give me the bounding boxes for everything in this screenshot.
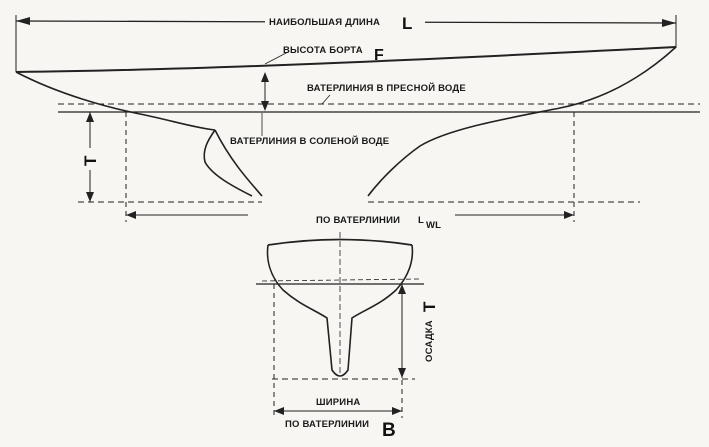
lwl-label: ПО ВАТЕРЛИНИИ <box>316 215 400 226</box>
freeboard-label: ВЫСОТА БОРТА <box>283 45 363 56</box>
section-fresh-waterline <box>261 278 421 282</box>
sheer-line <box>15 46 677 73</box>
freeboard-leader <box>264 51 289 65</box>
section-hull <box>266 244 414 377</box>
lwl-arrow-right <box>564 211 574 219</box>
loa-label: НАИБОЛЬШАЯ ДЛИНА <box>269 17 380 28</box>
keel-front <box>203 129 253 197</box>
hull-forward <box>367 46 677 197</box>
lwl-symbol: L <box>418 215 424 226</box>
side-draft-symbol: T <box>81 155 100 166</box>
lwl-subscript: WL <box>426 220 441 231</box>
loa-arrow-right <box>662 19 676 27</box>
loa-symbol: L <box>402 14 412 33</box>
beam-label: ШИРИНА <box>316 397 360 408</box>
fresh-waterline-label: ВАТЕРЛИНИЯ В ПРЕСНОЙ ВОДЕ <box>307 82 466 94</box>
section-draft-symbol: T <box>420 301 439 312</box>
side-draft-label-bg <box>80 148 100 170</box>
beam-arrow-right <box>392 407 402 415</box>
section-deck <box>267 238 413 246</box>
loa-label-bg <box>265 11 425 31</box>
section-draft-arrow-down <box>398 368 406 378</box>
fresh-waterline-leader <box>321 94 331 105</box>
side-draft-arrow-down <box>86 192 94 202</box>
salt-waterline-label: ВАТЕРЛИНИЯ В СОЛЕНОЙ ВОДЕ <box>230 135 389 147</box>
loa-arrow-left <box>16 17 30 25</box>
side-profile: НАИБОЛЬШАЯ ДЛИНА L ВЫСОТА БОРТА F ВАТЕРЛ… <box>15 11 700 231</box>
freeboard-arrow-down <box>261 101 269 111</box>
side-draft-arrow-up <box>86 112 94 122</box>
section-draft-arrow-up <box>398 284 406 294</box>
beam-symbol: B <box>382 420 396 441</box>
hull-aft <box>15 71 216 131</box>
section-draft-label: ОСАДКА <box>424 320 435 362</box>
keel-back <box>214 129 263 197</box>
midship-section: ОСАДКА T ШИРИНА ПО ВАТЕРЛИНИИ B <box>256 232 439 441</box>
lwl-arrow-left <box>126 211 136 219</box>
freeboard-symbol: F <box>374 47 384 64</box>
beam-waterline-label: ПО ВАТЕРЛИНИИ <box>285 419 369 430</box>
freeboard-arrow-up <box>261 72 269 82</box>
beam-arrow-left <box>274 407 284 415</box>
